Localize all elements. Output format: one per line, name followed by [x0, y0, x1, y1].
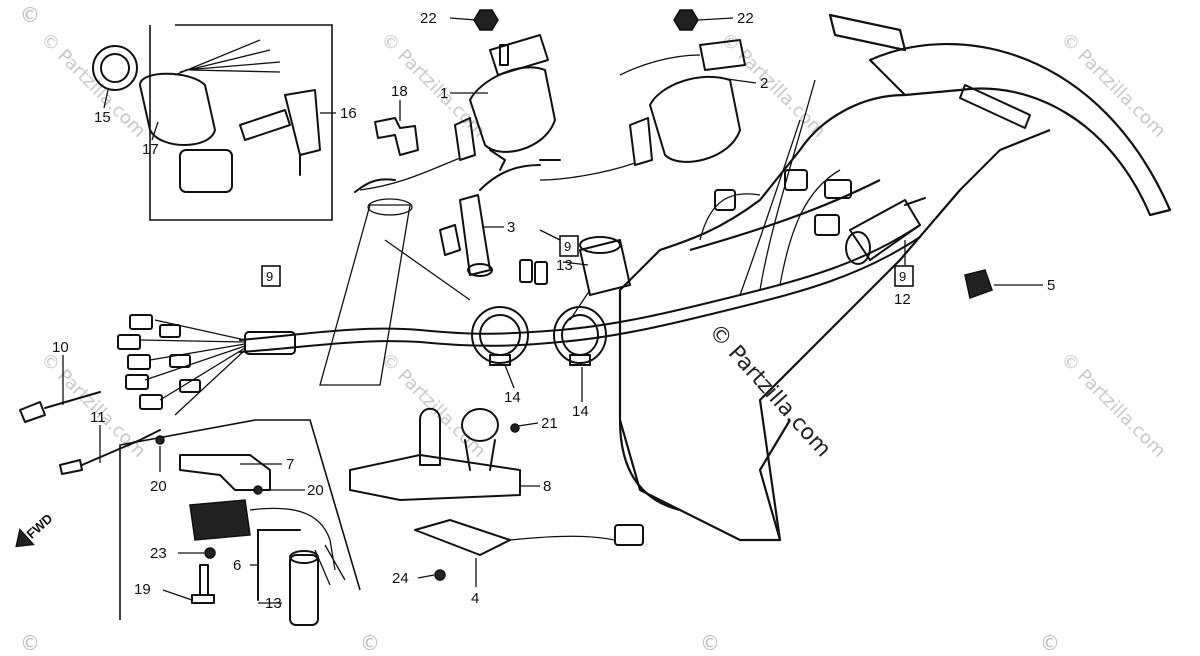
boxed-ref-label: 9	[564, 239, 571, 254]
condenser-12	[845, 197, 926, 265]
callout-12: 12	[894, 291, 911, 308]
wire-10	[19, 391, 101, 423]
callout-1: 1	[440, 85, 448, 102]
callout-23: 23	[150, 545, 167, 562]
callout-14-left: 14	[504, 389, 521, 406]
callout-2: 2	[760, 75, 768, 92]
wire-11	[59, 429, 161, 475]
callout-24: 24	[392, 570, 409, 587]
callout-6: 6	[233, 557, 241, 574]
callout-18: 18	[391, 83, 408, 100]
callout-5: 5	[1047, 277, 1055, 294]
callout-20-left: 20	[150, 478, 167, 495]
clamp-14-right	[553, 306, 607, 366]
frame-connectors	[714, 169, 852, 236]
callout-19: 19	[134, 581, 151, 598]
nut-22-right	[673, 9, 699, 31]
callout-13-lower: 13	[265, 595, 282, 612]
fwd-label: FWD	[23, 511, 55, 542]
fork-tube	[319, 198, 471, 386]
callout-13-upper: 13	[556, 257, 573, 274]
regulator-group	[119, 419, 361, 626]
watermark-tile: © Partzilla.com	[716, 29, 829, 142]
key	[374, 117, 419, 156]
boxed-ref-9-a: 9	[261, 265, 281, 287]
ignition-coil-1	[359, 34, 556, 191]
bracket-8	[349, 407, 521, 501]
nut-22-left	[473, 9, 499, 31]
callout-3: 3	[507, 219, 515, 236]
watermark-corner: ©	[20, 631, 40, 655]
watermark-corner: ©	[20, 3, 40, 27]
callout-7: 7	[286, 456, 294, 473]
ignition-coil-2	[539, 39, 746, 181]
callout-4: 4	[471, 590, 479, 607]
wire-harness	[117, 79, 921, 416]
watermark-tile: © Partzilla.com	[376, 349, 489, 462]
callout-20-right: 20	[307, 482, 324, 499]
plug-wires	[354, 159, 561, 193]
rectifier-4	[414, 519, 644, 581]
callout-14-right: 14	[572, 403, 589, 420]
callout-17: 17	[142, 141, 159, 158]
callout-22-left: 22	[420, 10, 437, 27]
watermark-corner: ©	[1040, 631, 1060, 655]
watermark-tile: © Partzilla.com	[1056, 349, 1169, 462]
condenser-13-upper	[519, 229, 631, 321]
callout-15: 15	[94, 109, 111, 126]
clamp-14-left	[471, 306, 529, 366]
watermark-main: © Partzilla.com	[704, 319, 836, 462]
callout-22-right: 22	[737, 10, 754, 27]
fwd-indicator: FWD	[15, 511, 55, 548]
fwd-arrow-icon	[15, 528, 35, 548]
callout-11: 11	[90, 409, 106, 426]
callout-8: 8	[543, 478, 551, 495]
boxed-ref-label: 9	[899, 269, 906, 284]
callout-16: 16	[340, 105, 357, 122]
ignition-switch-group	[92, 24, 333, 221]
watermark-corner: ©	[360, 631, 380, 655]
connector-5	[964, 269, 993, 299]
boxed-ref-label: 9	[266, 269, 273, 284]
watermark-tile: © Partzilla.com	[36, 29, 149, 142]
boxed-ref-9-c: 9	[894, 265, 914, 287]
leader-lines	[62, 17, 1043, 604]
watermark-corner: ©	[700, 631, 720, 655]
frame-fender	[618, 13, 1172, 542]
boxed-ref-9-b: 9	[559, 235, 579, 257]
spark-plug-cap	[439, 194, 493, 277]
callout-labels: 1 2 3 4 5 6 7 8 10 11 12 13 13 14 14 15 …	[52, 10, 1055, 612]
callout-21: 21	[541, 415, 558, 432]
callout-10: 10	[52, 339, 69, 356]
